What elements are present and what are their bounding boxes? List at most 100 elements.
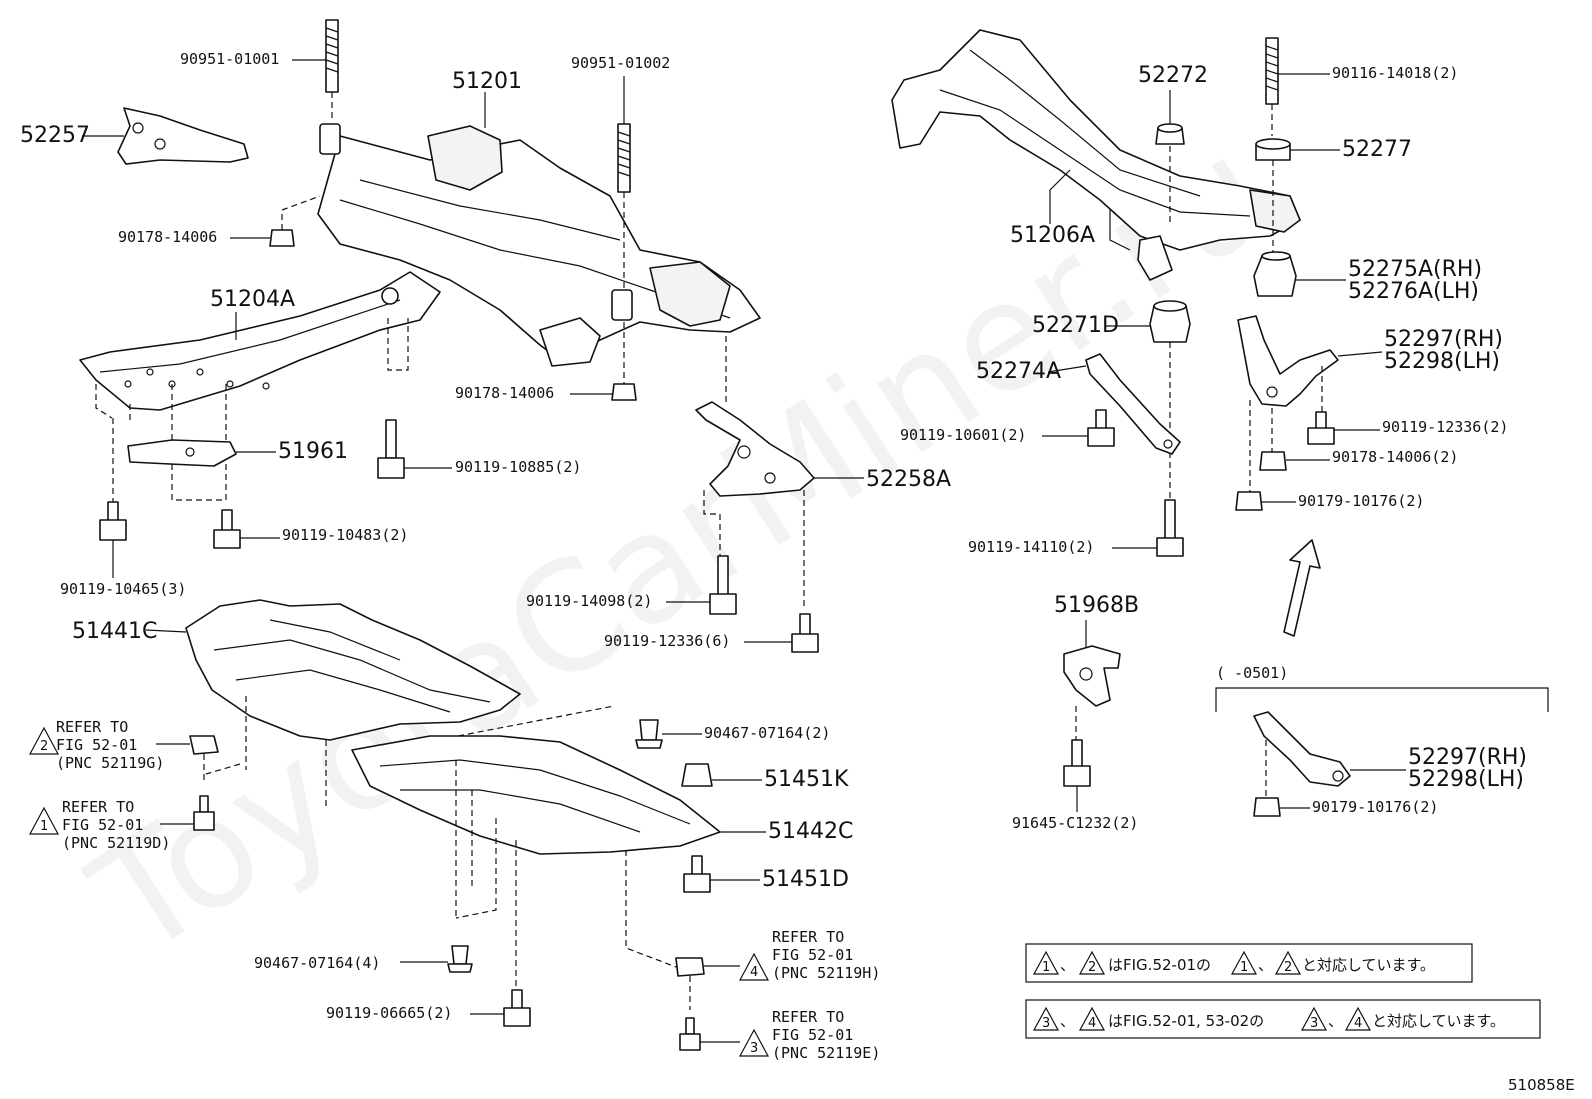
front-crossmember-51201 [317, 123, 761, 367]
refer-line-2: FIG 52-01 [56, 736, 137, 754]
label-51961: 51961 [278, 439, 348, 464]
screw-51451D [683, 855, 711, 893]
clip-51451K [681, 763, 713, 787]
label-51201: 51201 [452, 69, 522, 94]
note-box-1: 1 、 2 はFIG.52-01の 1 、 2 と対応しています。 [1025, 943, 1473, 983]
note-separator: 、 [1060, 956, 1075, 974]
refer-block-52119E: 3 REFER TO FIG 52-01 (PNC 52119E) [679, 1008, 880, 1062]
note-box-2: 3 、 4 はFIG.52-01, 53-02の 3 、 4 と対応しています。 [1025, 999, 1541, 1039]
label-52275A: 52275A(RH) [1348, 257, 1482, 282]
bracket-51968B [1063, 645, 1121, 707]
label-52298-a: 52298(LH) [1384, 349, 1500, 374]
refer-line-3: (PNC 52119G) [56, 754, 164, 772]
note-separator: 、 [1060, 1012, 1075, 1030]
label-52274A: 52274A [976, 359, 1061, 384]
cushion-52272 [1155, 123, 1185, 145]
stud-90951-01001 [325, 19, 339, 93]
label-90119-12336-6: 90119-12336(6) [604, 632, 730, 650]
note-1-text-a: はFIG.52-01の [1108, 956, 1211, 974]
label-90178-14006-b: 90178-14006 [455, 384, 554, 402]
label-90467-07164-4: 90467-07164(4) [254, 954, 380, 972]
under-cover-51441C [185, 599, 521, 741]
label-52257: 52257 [20, 123, 90, 148]
refer-line-3: (PNC 52119D) [62, 834, 170, 852]
date-range-bracket [1215, 687, 1549, 712]
bolt-90119-14098 [709, 555, 737, 615]
label-51451K: 51451K [764, 767, 849, 792]
note-symbol: 3 [1310, 1016, 1318, 1031]
nut-90179-10176-upper [1235, 491, 1263, 511]
label-91645-C1232: 91645-C1232(2) [1012, 814, 1138, 832]
refer-triangle-number: 2 [40, 739, 48, 754]
nut-90179-10176-lower [1253, 797, 1281, 817]
clip-90467-07164-4 [447, 945, 473, 973]
note-symbol: 2 [1284, 960, 1292, 975]
label-52297-b: 52297(RH) [1408, 745, 1527, 770]
label-90178-14006-a: 90178-14006 [118, 228, 217, 246]
bolt-90119-10483 [213, 509, 241, 549]
note-symbol: 1 [1042, 960, 1050, 975]
label-90119-10885: 90119-10885(2) [455, 458, 581, 476]
label-90119-12336-2: 90119-12336(2) [1382, 418, 1508, 436]
direction-arrow [1283, 539, 1321, 637]
label-51442C: 51442C [768, 819, 853, 844]
brace-51204A [79, 271, 441, 411]
label-51204A: 51204A [210, 287, 295, 312]
label-51441C: 51441C [72, 619, 157, 644]
refer-line-1: REFER TO [56, 718, 128, 736]
cushion-52277 [1255, 138, 1291, 161]
label-52277: 52277 [1342, 137, 1412, 162]
bracket-52257 [117, 107, 249, 165]
label-90179-10176-b: 90179-10176(2) [1312, 798, 1438, 816]
refer-line-3: (PNC 52119E) [772, 1044, 880, 1062]
nut-90178-14006-rear [1259, 451, 1287, 471]
arm-52297-upper [1237, 315, 1339, 407]
clip-90467-07164-2 [635, 719, 663, 749]
refer-block-52119G: 2 REFER TO FIG 52-01 (PNC 52119G) [28, 718, 219, 780]
refer-line-2: FIG 52-01 [772, 946, 853, 964]
label-52272: 52272 [1138, 63, 1208, 88]
stud-90116-14018 [1265, 37, 1279, 105]
label-90178-14006-c: 90178-14006(2) [1332, 448, 1458, 466]
note-1-text-b: と対応しています。 [1302, 956, 1435, 974]
refer-block-52119H: 4 REFER TO FIG 52-01 (PNC 52119H) [675, 928, 880, 1010]
label-52276A: 52276A(LH) [1348, 279, 1479, 304]
label-90467-07164-2: 90467-07164(2) [704, 724, 830, 742]
refer-line-1: REFER TO [62, 798, 134, 816]
label-90119-10601: 90119-10601(2) [900, 426, 1026, 444]
note-2-text-a: はFIG.52-01, 53-02の [1108, 1012, 1264, 1030]
note-symbol: 2 [1088, 960, 1096, 975]
label-90179-10176-a: 90179-10176(2) [1298, 492, 1424, 510]
note-symbol: 3 [1042, 1016, 1050, 1031]
refer-triangle-number: 1 [40, 819, 48, 834]
diagram-code: 510858E [1508, 1076, 1575, 1094]
refer-triangle-number: 3 [750, 1041, 758, 1056]
plate-51961 [127, 439, 237, 467]
bolt-90119-10601 [1087, 409, 1115, 447]
label-52271D: 52271D [1032, 313, 1119, 338]
label-51451D: 51451D [762, 867, 849, 892]
note-separator: 、 [1258, 956, 1273, 974]
bolt-90119-12336-2 [1307, 411, 1335, 445]
note-separator: 、 [1328, 1012, 1343, 1030]
label-51206A: 51206A [1010, 223, 1095, 248]
rear-member-51206A [891, 29, 1301, 281]
nut-90178-14006-upper [269, 229, 295, 247]
date-range-label: ( -0501) [1216, 664, 1288, 682]
label-52297-a: 52297(RH) [1384, 327, 1503, 352]
note-symbol: 4 [1088, 1016, 1096, 1031]
label-90116-14018: 90116-14018(2) [1332, 64, 1458, 82]
cushion-52275A [1253, 251, 1297, 297]
arm-52274A [1085, 353, 1181, 455]
refer-line-3: (PNC 52119H) [772, 964, 880, 982]
note-symbol: 1 [1240, 960, 1248, 975]
bolt-90119-06665 [503, 989, 531, 1027]
under-cover-51442C [351, 735, 721, 855]
bolt-90119-14110 [1156, 499, 1184, 557]
bolt-91645-C1232 [1063, 739, 1091, 787]
note-symbol: 4 [1354, 1016, 1362, 1031]
label-90119-06665: 90119-06665(2) [326, 1004, 452, 1022]
label-51968B: 51968B [1054, 593, 1139, 618]
refer-block-52119D: 1 REFER TO FIG 52-01 (PNC 52119D) [28, 795, 215, 852]
refer-line-2: FIG 52-01 [772, 1026, 853, 1044]
